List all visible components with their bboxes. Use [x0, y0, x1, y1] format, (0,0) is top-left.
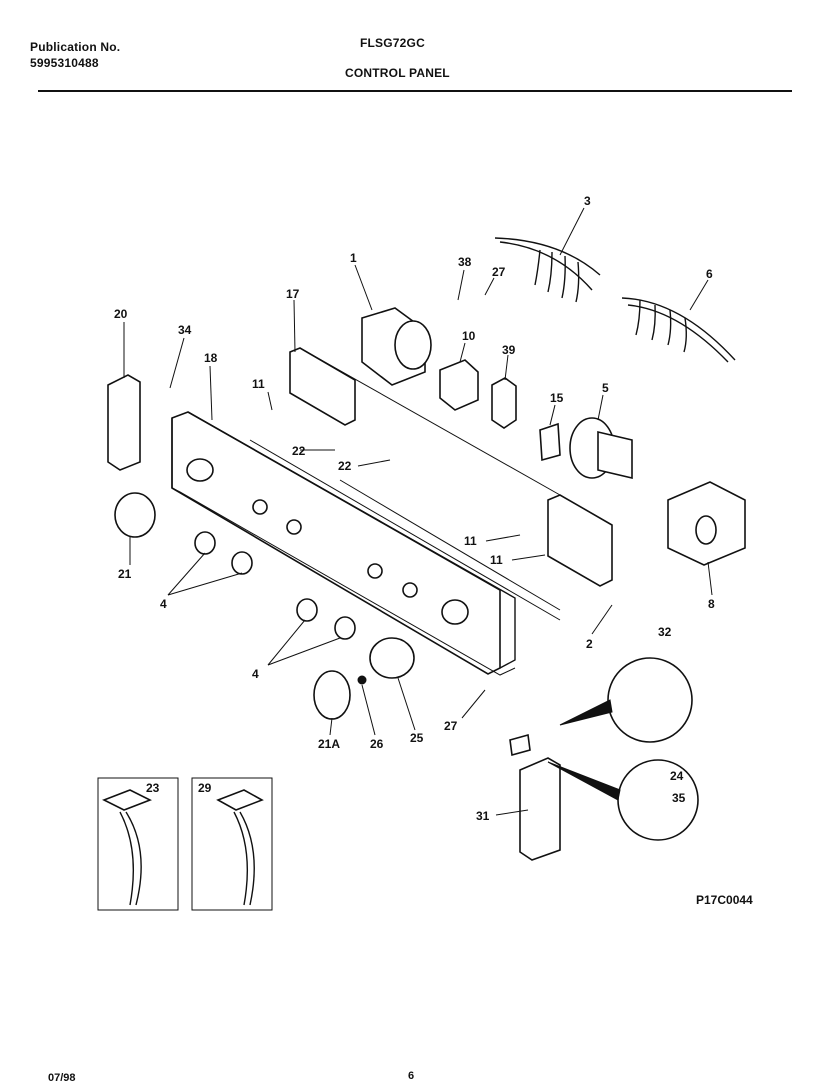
callout-5: 5 — [602, 381, 609, 395]
callout-2: 2 — [586, 637, 593, 651]
callout-21: 21 — [118, 567, 132, 581]
callout-11a: 11 — [252, 377, 265, 391]
callout-26: 26 — [370, 737, 384, 751]
callout-18: 18 — [204, 351, 218, 365]
callout-39: 39 — [502, 343, 516, 357]
callout-23: 23 — [146, 781, 160, 795]
section-title: CONTROL PANEL — [345, 66, 450, 80]
rear-bracket — [249, 347, 613, 621]
knobs — [114, 492, 415, 720]
motor-assembly — [667, 481, 746, 566]
callout-20: 20 — [114, 307, 128, 321]
model-number: FLSG72GC — [360, 36, 425, 50]
callout-4b: 4 — [252, 667, 259, 681]
callout-21a: 21A — [318, 737, 340, 751]
callout-24: 24 — [670, 769, 684, 783]
callout-27b: 27 — [444, 719, 458, 733]
callout-25: 25 — [410, 731, 424, 745]
control-panel-body — [171, 411, 516, 676]
callout-22b: 22 — [338, 459, 352, 473]
publication-label: Publication No. — [30, 40, 121, 54]
callout-31: 31 — [476, 809, 490, 823]
callout-8: 8 — [708, 597, 715, 611]
end-cap-bracket — [107, 374, 141, 471]
callout-38: 38 — [458, 255, 472, 269]
callout-11c: 11 — [490, 553, 503, 567]
callout-15: 15 — [550, 391, 564, 405]
timer-part — [361, 307, 432, 386]
publication-number: 5995310488 — [30, 56, 99, 70]
leader-lines — [123, 207, 713, 816]
callout-17: 17 — [286, 287, 300, 301]
selector-switch — [569, 417, 633, 480]
callout-1: 1 — [350, 251, 357, 265]
callout-22a: 22 — [292, 444, 306, 458]
connector-insets — [97, 777, 273, 911]
detail-circles — [547, 657, 699, 841]
callout-11b: 11 — [464, 534, 477, 548]
footer-page-number: 6 — [408, 1070, 415, 1082]
callout-35: 35 — [672, 791, 686, 805]
callout-6: 6 — [706, 267, 713, 281]
callout-32: 32 — [658, 625, 672, 639]
callout-10: 10 — [462, 329, 476, 343]
callout-29: 29 — [198, 781, 212, 795]
switch-housing — [509, 733, 561, 861]
drawing-code: P17C0044 — [696, 893, 753, 907]
wire-harnesses — [494, 237, 736, 363]
callout-labels: 1 2 3 4 4 5 6 8 10 11 11 11 15 17 18 20 … — [114, 194, 753, 907]
switches — [439, 359, 561, 462]
callout-3: 3 — [584, 194, 591, 208]
callout-34: 34 — [178, 323, 192, 337]
callout-4a: 4 — [160, 597, 167, 611]
header-rule — [38, 90, 792, 92]
footer-date: 07/98 — [48, 1072, 76, 1084]
callout-27a: 27 — [492, 265, 506, 279]
